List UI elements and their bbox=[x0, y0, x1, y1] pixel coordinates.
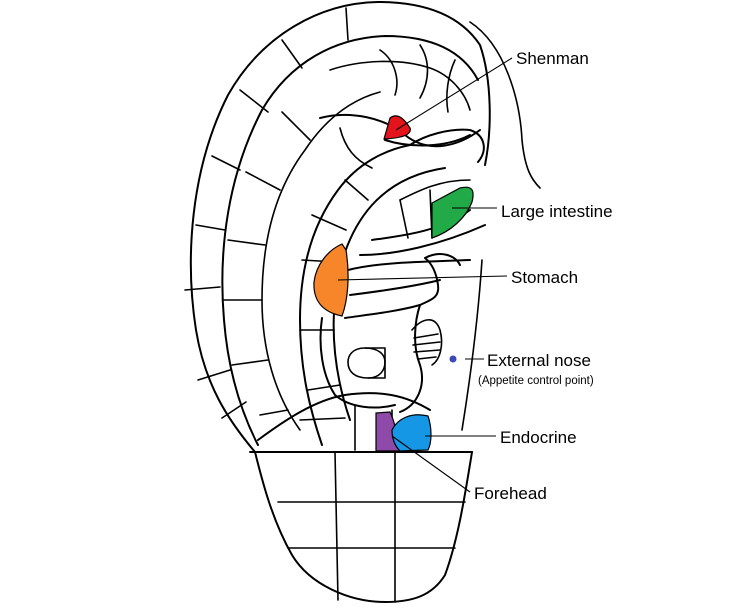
shenman-point bbox=[383, 115, 411, 140]
stomach-leader bbox=[337, 275, 508, 281]
forehead-label: Forehead bbox=[474, 484, 547, 503]
large-intestine-label: Large intestine bbox=[501, 202, 613, 221]
endocrine-label: Endocrine bbox=[500, 428, 577, 447]
stomach-point bbox=[313, 243, 349, 317]
external-nose-label: External nose bbox=[487, 351, 591, 370]
large-intestine-point bbox=[431, 186, 474, 239]
stomach-label: Stomach bbox=[511, 268, 578, 287]
shenman-label: Shenman bbox=[516, 49, 589, 68]
helix-segments bbox=[184, 7, 479, 446]
endocrine-point bbox=[391, 414, 432, 452]
concha-and-tragus bbox=[257, 253, 471, 453]
external-nose-point bbox=[449, 355, 457, 363]
external-nose-note: (Appetite control point) bbox=[478, 375, 594, 387]
shenman-leader bbox=[395, 57, 513, 131]
ear-outline bbox=[189, 1, 541, 603]
forehead-leader bbox=[391, 435, 471, 493]
